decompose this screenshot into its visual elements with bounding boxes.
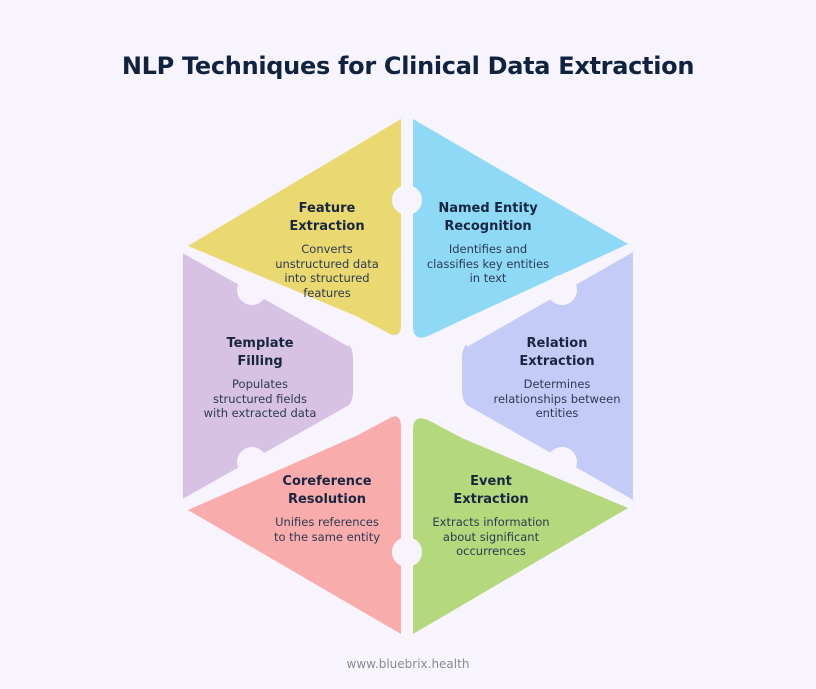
segment-gaps xyxy=(176,114,638,640)
segment-relation-extraction xyxy=(462,252,633,500)
page-title: NLP Techniques for Clinical Data Extract… xyxy=(121,52,695,80)
segment-feature-extraction xyxy=(188,119,401,335)
segment-event-extraction xyxy=(413,418,628,634)
footer-website: www.bluebrix.health xyxy=(346,657,470,671)
segment-coreference-resolution xyxy=(188,416,401,634)
segment-named-entity-recognition xyxy=(413,119,628,338)
segment-template-filling xyxy=(183,252,353,500)
